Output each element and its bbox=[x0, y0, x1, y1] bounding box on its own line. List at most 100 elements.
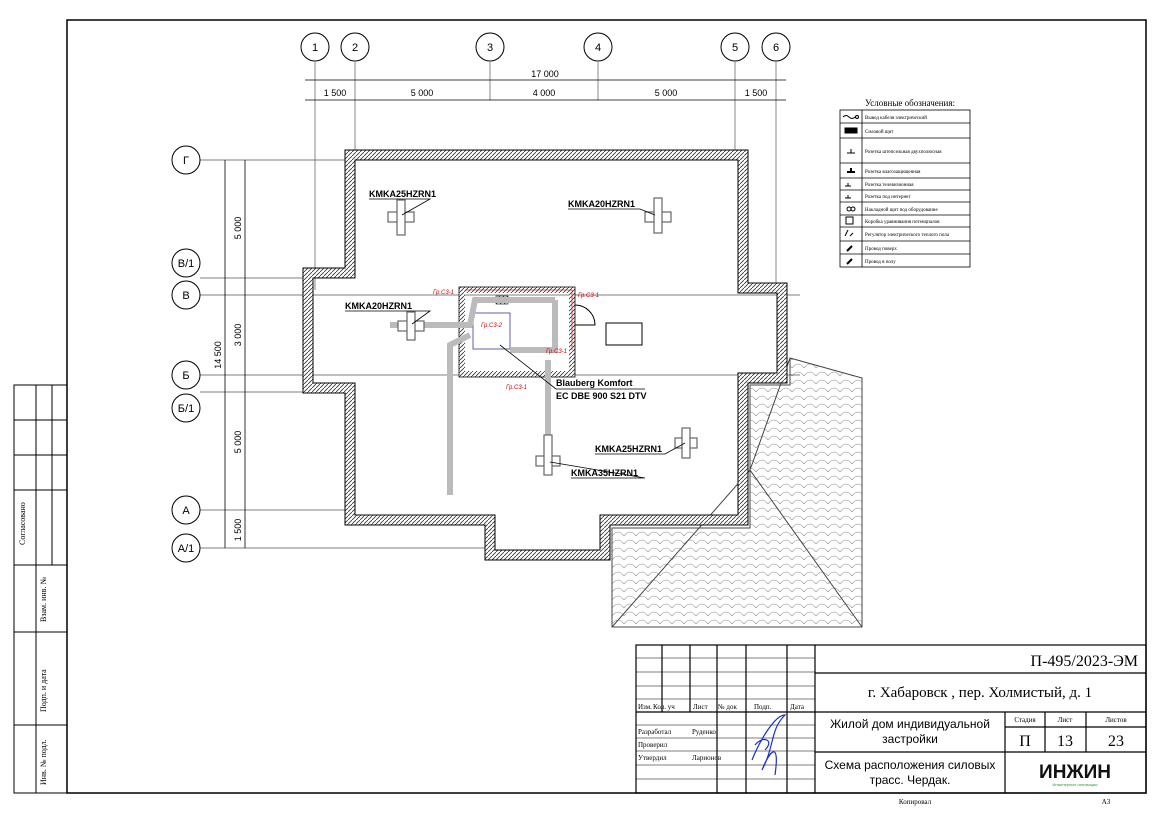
axis-5: 5 bbox=[732, 42, 738, 54]
axis-a1: А/1 bbox=[178, 543, 195, 555]
axis-2: 2 bbox=[352, 42, 358, 54]
leader-lines bbox=[345, 198, 686, 479]
roof-ridges bbox=[611, 357, 863, 628]
axis-3: 3 bbox=[487, 42, 493, 54]
role-approved: Утвердил bbox=[638, 754, 667, 762]
address: г. Хабаровск , пер. Холмистый, д. 1 bbox=[868, 685, 1092, 701]
dim-v-1: 5 000 bbox=[233, 217, 243, 240]
grid-lines bbox=[200, 62, 800, 549]
axis-1: 1 bbox=[312, 42, 318, 54]
legend-item-7: Накладной щит под оборудование bbox=[865, 208, 938, 213]
col-izm: Изм. bbox=[638, 703, 652, 711]
stamp-sign-date: Подп. и дата bbox=[39, 669, 48, 712]
axis-b1: Б/1 bbox=[178, 403, 194, 415]
legend-table bbox=[839, 109, 971, 268]
legend-item-10: Провод поверх bbox=[865, 247, 897, 252]
legend-title: Условные обозначения: bbox=[865, 98, 955, 108]
left-stamp bbox=[13, 384, 68, 794]
dim-v-2: 3 000 bbox=[233, 324, 243, 347]
company-logo-sub: Инженерные инновации bbox=[1052, 782, 1097, 787]
signature bbox=[751, 714, 787, 776]
object-name-box: Жилой дом индивидуальной застройки bbox=[830, 717, 990, 746]
stamp-agreed: Согласовано bbox=[18, 502, 27, 545]
stamp-inv-orig: Инв. № подл. bbox=[39, 739, 48, 785]
col-kol: Кол. уч bbox=[653, 703, 675, 711]
sheet-title: Схема расположения силовых трасс. Чердак… bbox=[824, 757, 996, 787]
legend-item-4: Розетка влагозащищенная bbox=[865, 170, 921, 175]
sheet-value: 13 bbox=[1057, 733, 1073, 750]
name-approved: Ларионов bbox=[692, 754, 722, 762]
unit-label-5: KMKA35HZRN1 bbox=[571, 468, 638, 478]
axis-v: В bbox=[182, 290, 189, 302]
axis-g: Г bbox=[183, 155, 189, 167]
sheets-value: 23 bbox=[1108, 733, 1124, 750]
vent-label-2: EC DBE 900 S21 DTV bbox=[556, 391, 647, 401]
unit-label-1: KMKA25HZRN1 bbox=[369, 189, 436, 199]
unit-label-2: KMKA20HZRN1 bbox=[568, 199, 635, 209]
dim-v-3: 5 000 bbox=[233, 431, 243, 454]
roof-area bbox=[611, 357, 863, 628]
circuit-label-4: Гр.С3-1 bbox=[546, 349, 567, 355]
axis-4: 4 bbox=[595, 42, 601, 54]
axis-v1: В/1 bbox=[178, 258, 195, 270]
unit-label-3: KMKA20HZRN1 bbox=[345, 301, 412, 311]
format-label: А3 bbox=[1102, 798, 1111, 806]
dimension-lines bbox=[224, 79, 786, 548]
axis-bubbles bbox=[171, 32, 791, 563]
circuit-label-3: Гр.С3-2 bbox=[481, 323, 503, 329]
indoor-units bbox=[387, 197, 698, 476]
object-name: Жилой дом индивидуальной застройки bbox=[830, 717, 990, 746]
door-swing bbox=[574, 304, 596, 326]
col-list: Лист bbox=[693, 703, 708, 711]
legend-item-5: Розетка телевизионная bbox=[865, 183, 914, 188]
stage-value: П bbox=[1019, 733, 1031, 750]
role-checked: Проверил bbox=[638, 741, 668, 749]
legend-item-8: Коробка уравнивания потенциалов bbox=[865, 220, 940, 225]
circuit-label-1: Гр.С3-1 bbox=[433, 290, 454, 296]
company-logo: ИНЖИН bbox=[1039, 762, 1111, 783]
name-developed: Руденко bbox=[692, 728, 716, 736]
circuit-label-5: Гр.С3-1 bbox=[506, 385, 527, 391]
title-block bbox=[635, 644, 1147, 794]
circuit-label-2: Гр.С3-1 bbox=[578, 293, 599, 299]
axis-6: 6 bbox=[773, 42, 779, 54]
legend-item-3: Розетка штепсельная двухполюсная bbox=[865, 150, 942, 155]
dim-h-5: 1 500 bbox=[745, 88, 768, 98]
legend-item-1: Вывод кабеля электрический bbox=[865, 116, 927, 121]
col-date: Дата bbox=[790, 703, 805, 711]
legend-item-2: Силовой щит bbox=[865, 130, 894, 135]
vent-label-1: Blauberg Komfort bbox=[556, 378, 633, 388]
document-code: П-495/2023-ЭМ bbox=[1031, 653, 1138, 670]
legend-item-9: Регулятор электрического теплого пола bbox=[865, 233, 950, 238]
circuit-wiring bbox=[465, 289, 573, 350]
dim-overall-v: 14 500 bbox=[213, 341, 223, 369]
copied-label: Копировал bbox=[899, 798, 932, 806]
title-block-rows bbox=[636, 657, 815, 780]
sheet-label: Лист bbox=[1058, 716, 1073, 724]
unit-label-4: KMKA25HZRN1 bbox=[595, 444, 662, 454]
role-developed: Разработал bbox=[638, 728, 672, 736]
dim-v-4: 1 500 bbox=[233, 519, 243, 542]
vent-unit bbox=[472, 312, 511, 350]
vent-room-outline bbox=[458, 286, 576, 378]
dim-h-3: 4 000 bbox=[533, 88, 556, 98]
legend-symbols bbox=[842, 115, 859, 265]
hatch-opening bbox=[605, 322, 643, 346]
dim-h-2: 5 000 bbox=[411, 88, 434, 98]
legend-item-6: Розетка под интернет bbox=[865, 195, 911, 200]
dim-h-1: 1 500 bbox=[324, 88, 347, 98]
dim-h-4: 5 000 bbox=[655, 88, 678, 98]
axis-b: Б bbox=[182, 370, 189, 382]
building-walls bbox=[303, 150, 787, 560]
col-doc: № док bbox=[718, 703, 737, 711]
legend-item-11: Провод в полу bbox=[865, 260, 896, 265]
axis-a: А bbox=[182, 505, 190, 517]
stage-label: Стадия bbox=[1014, 716, 1036, 724]
sheet-title-box: Схема расположения силовых трасс. Чердак… bbox=[824, 757, 996, 787]
sheet-frame bbox=[66, 19, 1147, 794]
sheets-label: Листов bbox=[1105, 716, 1127, 724]
col-sign: Подп. bbox=[754, 703, 772, 711]
stamp-replace-inv: Взам. инв. № bbox=[39, 577, 48, 622]
dim-overall-h: 17 000 bbox=[531, 69, 559, 79]
